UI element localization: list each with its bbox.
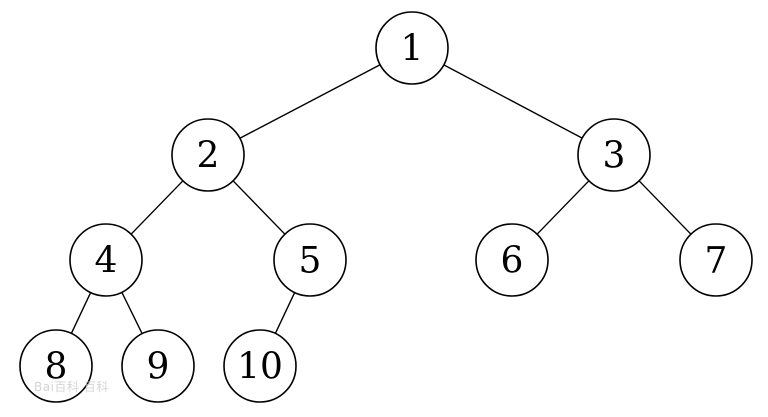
node-label-5: 5	[299, 241, 322, 282]
node-label-3: 3	[603, 136, 626, 177]
node-label-8: 8	[45, 347, 68, 388]
tree-node-1: 1	[375, 11, 449, 85]
node-label-6: 6	[501, 241, 524, 282]
tree-edges	[70, 64, 692, 334]
tree-node-2: 2	[171, 118, 245, 192]
edge-4-8	[70, 292, 92, 334]
tree-node-6: 6	[475, 223, 549, 297]
node-label-7: 7	[705, 241, 728, 282]
tree-node-10: 10	[223, 329, 297, 403]
edge-1-3	[443, 64, 583, 139]
tree-nodes: 1 2 3 4 5 6 7 8 9 10	[19, 11, 753, 403]
edge-2-4	[130, 180, 184, 235]
tree-node-9: 9	[121, 329, 195, 403]
edge-1-2	[239, 64, 381, 139]
node-label-9: 9	[147, 347, 170, 388]
edge-3-6	[536, 180, 590, 235]
node-label-2: 2	[197, 136, 220, 177]
node-label-4: 4	[95, 241, 118, 282]
node-circle-2	[171, 118, 245, 192]
tree-node-5: 5	[273, 223, 347, 297]
node-circle-6	[475, 223, 549, 297]
node-circle-5	[273, 223, 347, 297]
node-circle-7	[679, 223, 753, 297]
node-circle-3	[577, 118, 651, 192]
node-circle-4	[69, 223, 143, 297]
node-circle-8	[19, 329, 93, 403]
node-circle-1	[375, 11, 449, 85]
edge-2-5	[232, 180, 286, 235]
baidu-watermark: Bai百科 百科	[34, 380, 109, 394]
tree-node-4: 4	[69, 223, 143, 297]
node-circle-9	[121, 329, 195, 403]
node-circle-10	[223, 329, 297, 403]
edge-4-9	[121, 292, 143, 334]
tree-node-3: 3	[577, 118, 651, 192]
node-label-10: 10	[237, 347, 283, 388]
node-label-1: 1	[401, 29, 424, 70]
edge-3-7	[638, 180, 692, 235]
edge-5-10	[274, 292, 296, 334]
tree-node-8: 8	[19, 329, 93, 403]
tree-node-7: 7	[679, 223, 753, 297]
